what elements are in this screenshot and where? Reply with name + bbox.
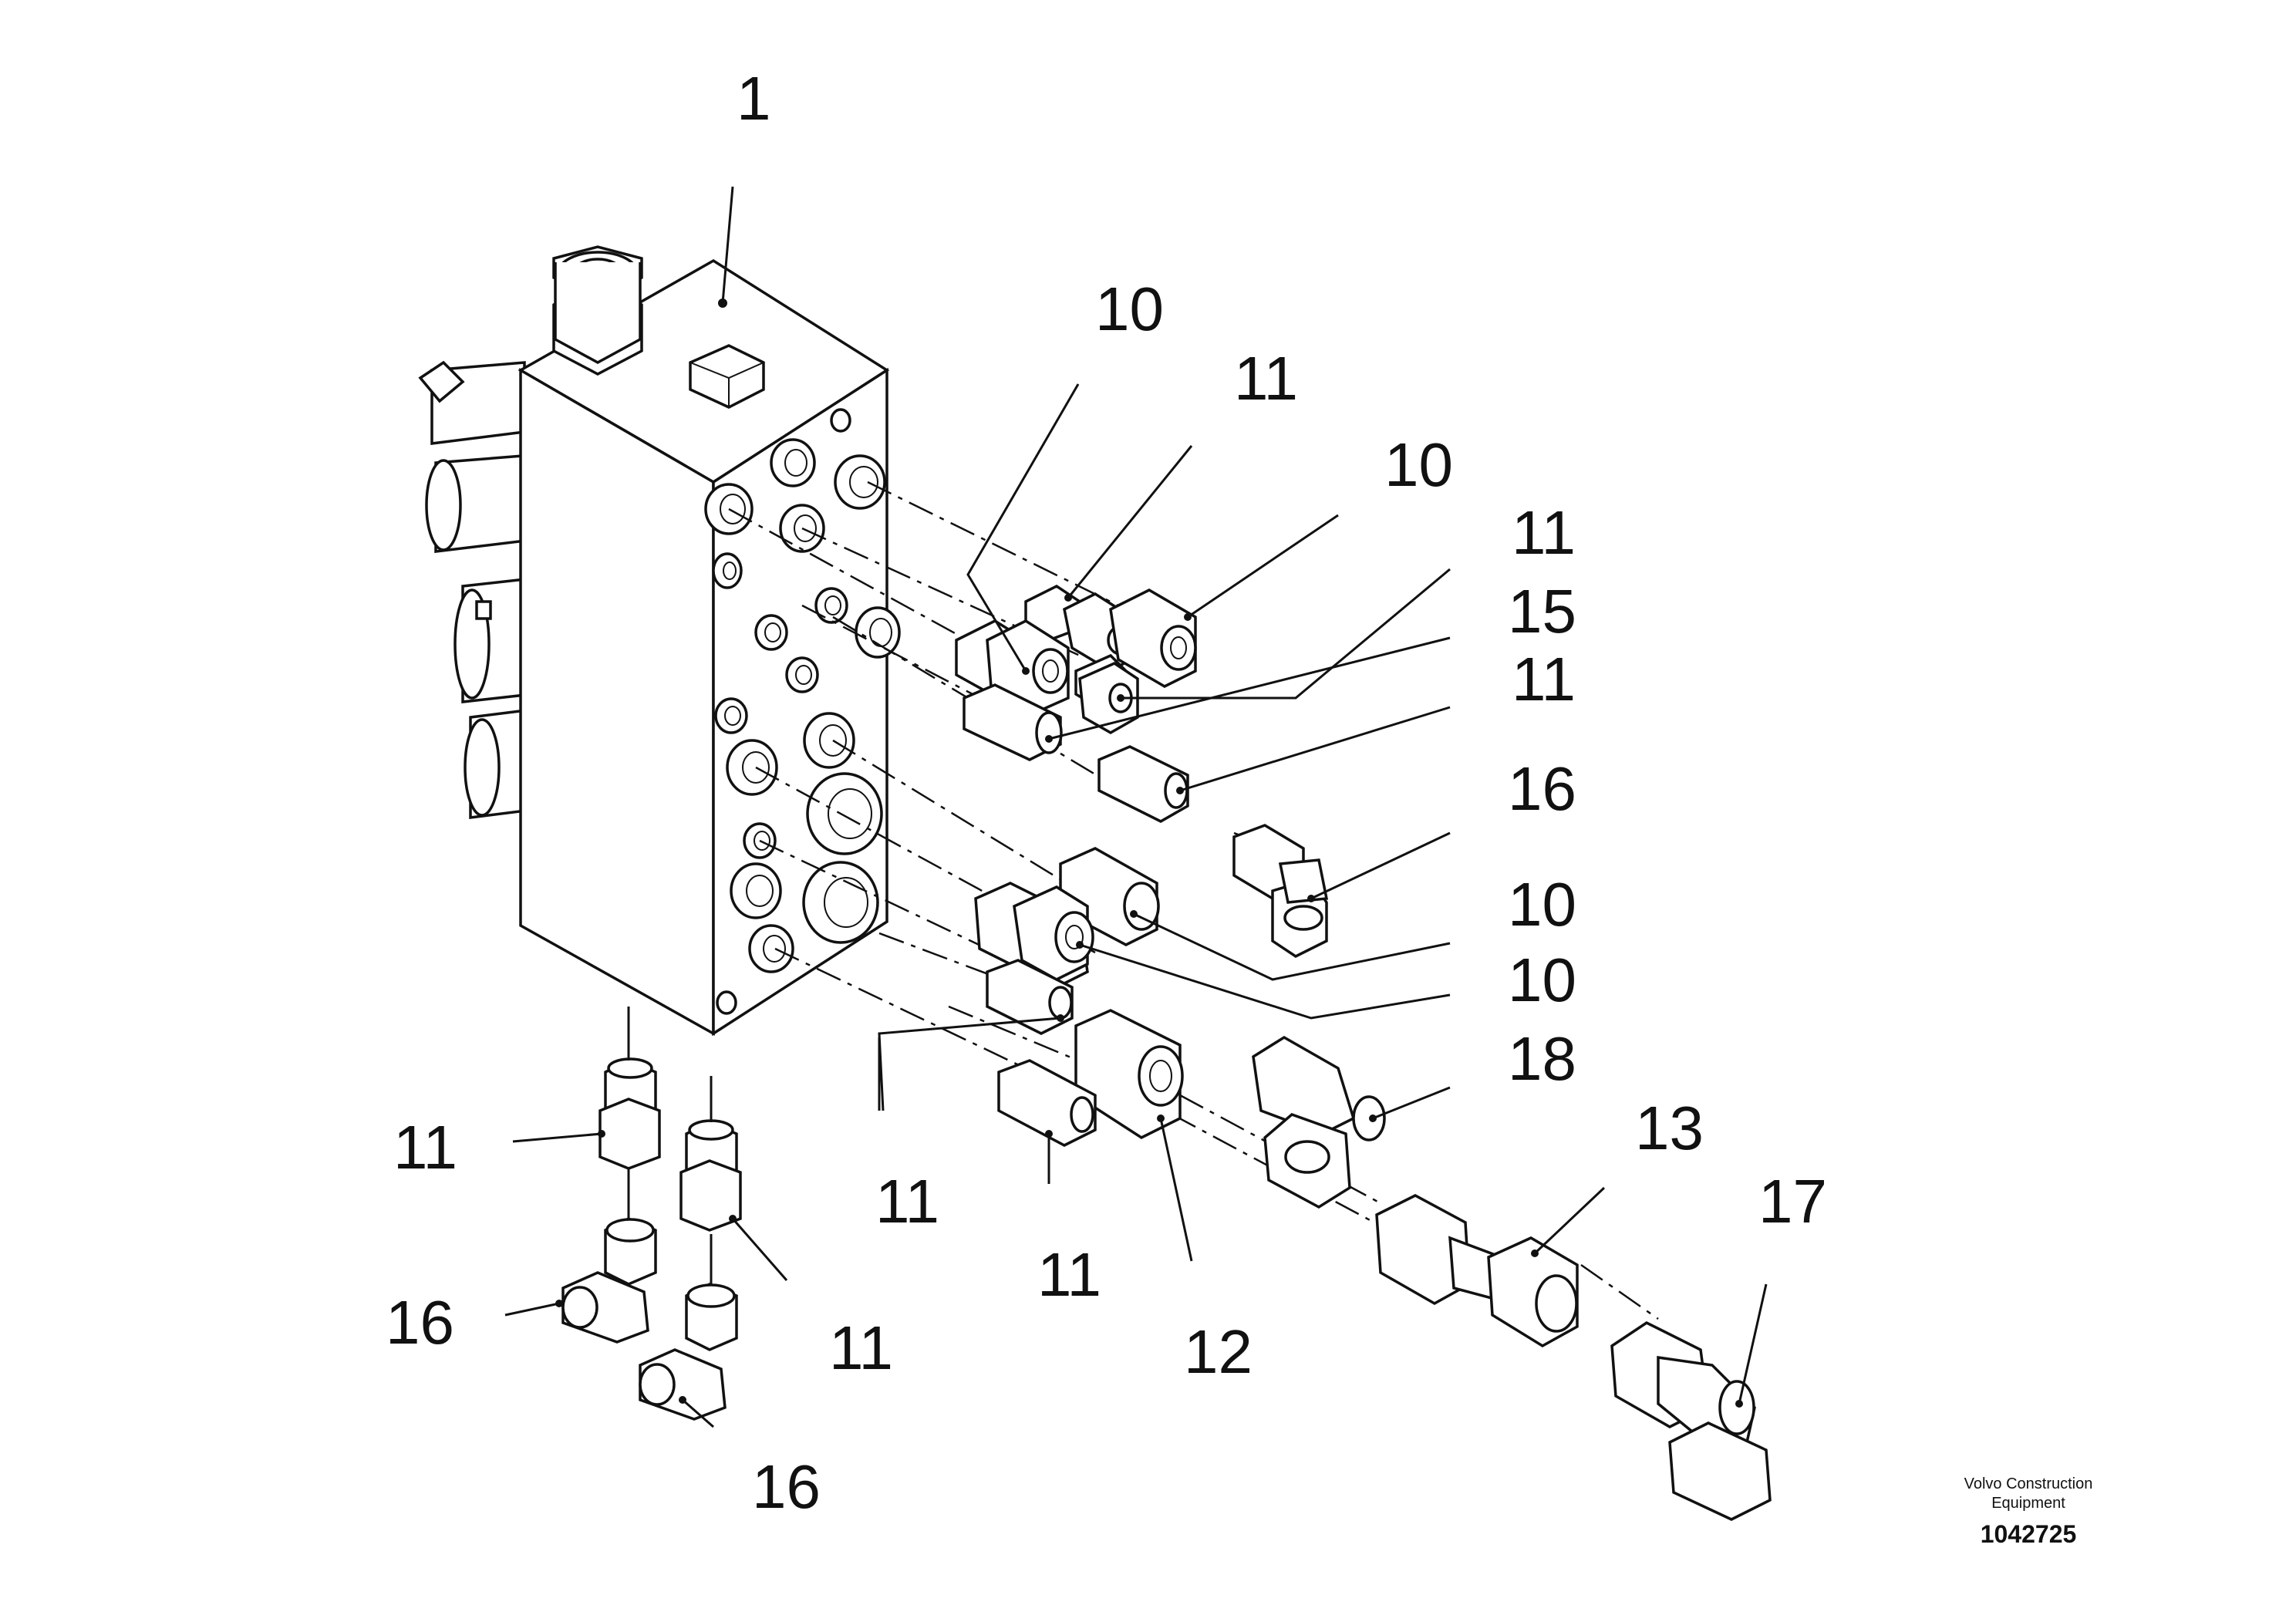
document-number: 1042725 <box>1981 1520 2077 1548</box>
callout-10-d: 10 <box>1508 946 1576 1014</box>
callout-11-b: 11 <box>1512 498 1576 567</box>
block-ports <box>704 408 901 1015</box>
side-valve-cartridges <box>418 360 534 819</box>
bottom-left-fittings <box>561 1007 742 1421</box>
credit-line-1: Volvo Construction <box>1964 1475 2093 1492</box>
callout-11-f: 11 <box>875 1167 939 1236</box>
callout-17: 17 <box>1758 1167 1827 1236</box>
callout-10-b: 10 <box>1384 430 1453 499</box>
credit-line-2: Equipment <box>1991 1495 2065 1512</box>
callout-16-c: 16 <box>752 1452 821 1521</box>
upper-fittings <box>955 584 1329 959</box>
callout-16-a: 16 <box>1508 754 1576 823</box>
callout-13: 13 <box>1635 1094 1704 1162</box>
leader-lines <box>504 186 1768 1428</box>
leader-end-dots <box>555 594 1743 1408</box>
callout-11-d: 11 <box>393 1113 457 1182</box>
valve-block <box>418 245 901 1037</box>
callout-15: 15 <box>1508 577 1576 646</box>
middle-fittings <box>974 847 1386 1209</box>
callout-11-g: 11 <box>1037 1240 1101 1309</box>
callout-16-b: 16 <box>386 1288 454 1357</box>
callout-12: 12 <box>1184 1317 1253 1386</box>
lower-right-fittings <box>1375 1194 1772 1521</box>
top-hex-fitting <box>552 245 643 376</box>
assembly-centerlines <box>728 481 1659 1320</box>
publisher-credit: Volvo Construction Equipment 1042725 <box>1964 1475 2093 1548</box>
callout-11-e: 11 <box>829 1313 893 1382</box>
callout-10-c: 10 <box>1508 870 1576 939</box>
callout-11-c: 11 <box>1512 645 1576 713</box>
callout-labels: 1 10 11 10 11 15 11 16 10 10 18 13 17 11… <box>386 64 1827 1521</box>
callout-11-a: 11 <box>1234 344 1298 413</box>
callout-10-a: 10 <box>1095 275 1164 343</box>
callout-1: 1 <box>737 64 771 133</box>
callout-18: 18 <box>1508 1024 1576 1093</box>
